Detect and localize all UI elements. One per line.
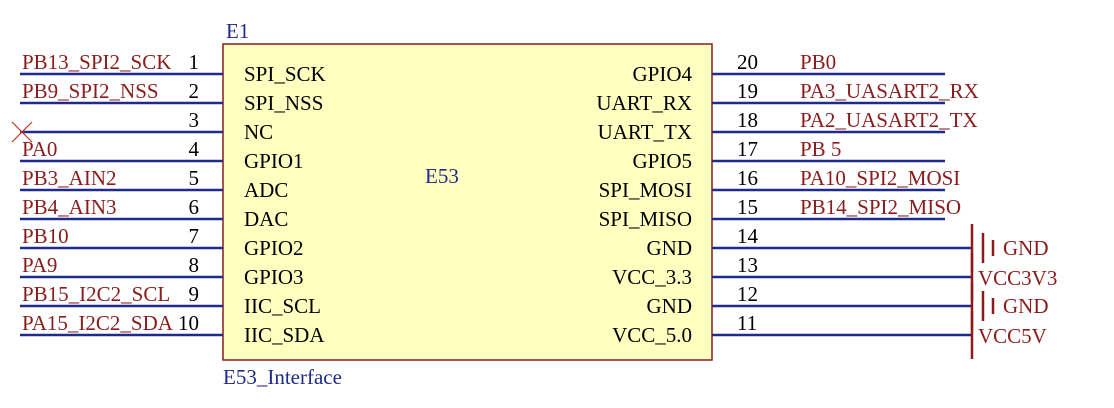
- pin-name: GPIO1: [244, 149, 304, 173]
- power-symbol-gnd: GND: [945, 282, 1049, 330]
- pin-name: SPI_MISO: [599, 207, 692, 231]
- pin-name: ADC: [244, 178, 288, 202]
- pin-name: VCC_5.0: [612, 323, 692, 347]
- net-label: PB9_SPI2_NSS: [22, 79, 159, 103]
- component-footprint-label: E53_Interface: [223, 365, 342, 389]
- pin-name: GPIO2: [244, 236, 304, 260]
- pin-name: GPIO4: [632, 62, 692, 86]
- net-label: PA2_UASART2_TX: [800, 108, 978, 132]
- pin-number: 6: [189, 195, 200, 219]
- net-label: PA9: [22, 253, 57, 277]
- pin-number: 14: [737, 224, 759, 248]
- pin-name: GPIO3: [244, 265, 304, 289]
- pin-number: 12: [737, 282, 758, 306]
- net-label: PB14_SPI2_MISO: [800, 195, 961, 219]
- pin-number: 1: [189, 50, 200, 74]
- pin-number: 3: [189, 108, 200, 132]
- pin-number: 13: [737, 253, 758, 277]
- pin-number: 19: [737, 79, 758, 103]
- net-label: PA15_I2C2_SDA: [22, 311, 174, 335]
- component-value: E53: [425, 164, 459, 188]
- net-label: PB15_I2C2_SCL: [22, 282, 170, 306]
- pin-name: UART_RX: [596, 91, 692, 115]
- pin-name: DAC: [244, 207, 288, 231]
- pin-number: 17: [737, 137, 758, 161]
- pin-number: 11: [737, 311, 757, 335]
- power-label: VCC3V3: [978, 266, 1057, 290]
- pin-name: IIC_SDA: [244, 323, 325, 347]
- net-label: PB0: [800, 50, 836, 74]
- pin-number: 4: [189, 137, 200, 161]
- no-connect-marker: [11, 121, 33, 143]
- power-label: GND: [1003, 294, 1049, 318]
- pin-name: SPI_SCK: [244, 62, 326, 86]
- net-label: PB3_AIN2: [22, 166, 117, 190]
- pin-name: SPI_NSS: [244, 91, 323, 115]
- pin-number: 10: [178, 311, 199, 335]
- pin-number: 7: [189, 224, 200, 248]
- power-label: GND: [1003, 236, 1049, 260]
- pin-number: 16: [737, 166, 758, 190]
- pin-number: 20: [737, 50, 758, 74]
- pin-number: 2: [189, 79, 200, 103]
- pin-name: VCC_3.3: [612, 265, 692, 289]
- component-body: [222, 43, 713, 361]
- net-label: PB4_AIN3: [22, 195, 117, 219]
- pin-number: 8: [189, 253, 200, 277]
- net-label: PB 5: [800, 137, 841, 161]
- pin-name: UART_TX: [598, 120, 692, 144]
- pin-name: GND: [647, 236, 693, 260]
- pin-number: 15: [737, 195, 758, 219]
- pin-name: GPIO5: [632, 149, 692, 173]
- net-label: PA0: [22, 137, 57, 161]
- power-symbol-vcc5v: VCC5V: [945, 311, 1047, 359]
- pin-name: SPI_MOSI: [599, 178, 692, 202]
- pin-number: 9: [189, 282, 200, 306]
- pin-number: 5: [189, 166, 200, 190]
- pin-number: 18: [737, 108, 758, 132]
- net-label: PA3_UASART2_RX: [800, 79, 979, 103]
- net-label: PB10: [22, 224, 69, 248]
- pin-name: GND: [647, 294, 693, 318]
- net-label: PA10_SPI2_MOSI: [800, 166, 960, 190]
- pin-name: IIC_SCL: [244, 294, 321, 318]
- power-label: VCC5V: [978, 324, 1047, 348]
- pin-name: NC: [244, 120, 273, 144]
- power-symbol-gnd: GND: [945, 224, 1049, 272]
- component-designator: E1: [226, 19, 249, 43]
- net-label: PB13_SPI2_SCK: [22, 50, 171, 74]
